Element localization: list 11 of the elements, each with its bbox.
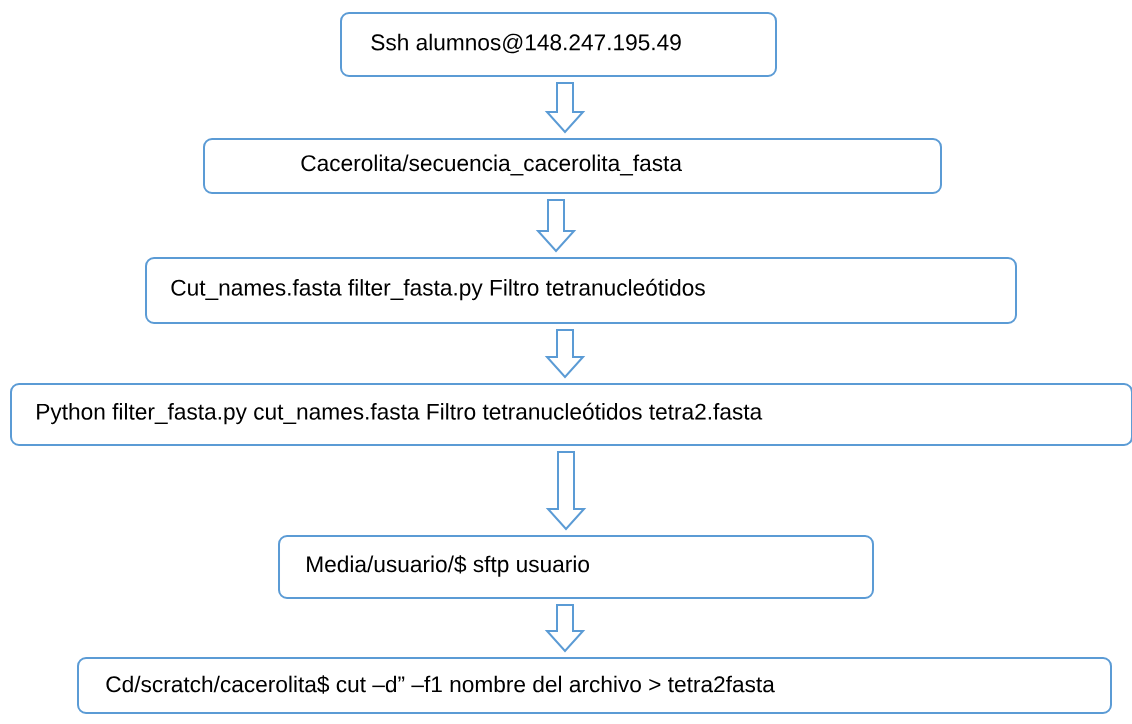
arrow — [544, 82, 586, 134]
arrow — [544, 329, 586, 379]
arrow — [545, 451, 587, 531]
process-box: Cd/scratch/cacerolita$ cut –d” –f1 nombre del archivo > tetra2fasta — [77, 657, 1112, 714]
process-box: Cacerolita/secuencia_cacerolita_fasta — [203, 138, 942, 194]
process-box: Python filter_fasta.py cut_names.fasta Filtro tetranucleótidos tetra2.fasta — [10, 383, 1132, 446]
arrow — [544, 604, 586, 653]
process-box: Ssh alumnos@148.247.195.49 — [340, 12, 777, 77]
process-box: Cut_names.fasta filter_fasta.py Filtro tetranucleótidos — [145, 257, 1017, 324]
arrow — [535, 199, 577, 253]
process-box: Media/usuario/$ sftp usuario — [278, 535, 874, 599]
